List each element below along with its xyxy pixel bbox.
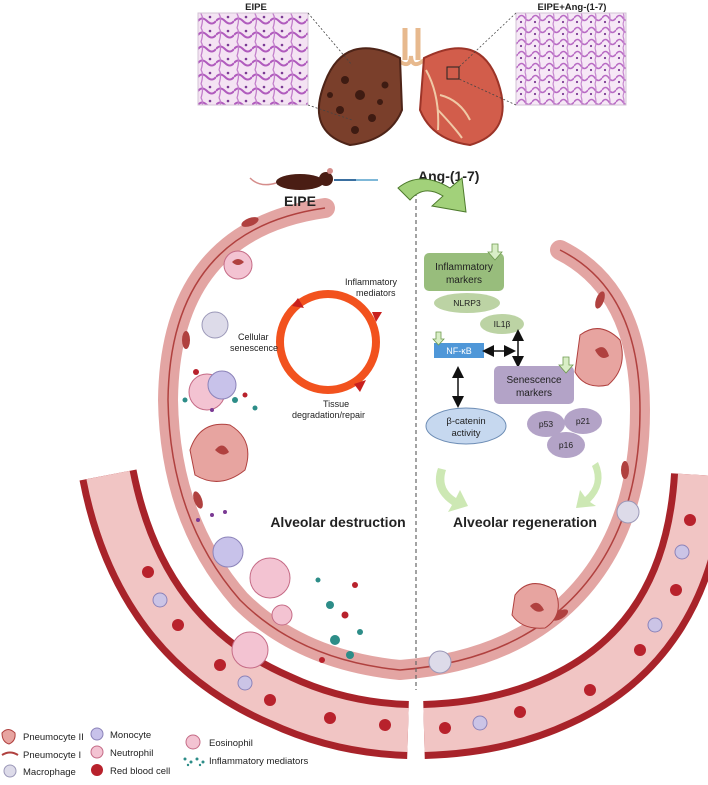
cycle-label-senescence: Cellular senescence <box>230 332 278 353</box>
svg-text:activity: activity <box>451 428 480 439</box>
alveolar-wall-outline <box>167 207 641 671</box>
p16-circle: p16 <box>547 432 585 458</box>
mouse-illustration <box>249 168 378 190</box>
svg-text:Inflammatory mediators: Inflammatory mediators <box>209 756 309 767</box>
cycle-arrowhead-1 <box>372 312 382 322</box>
legend-item-red-blood-cell: Red blood cell <box>91 764 170 777</box>
pathway-arrows <box>452 329 524 408</box>
p21-circle: p21 <box>564 408 602 434</box>
svg-text:Red blood cell: Red blood cell <box>110 766 170 777</box>
legend: Pneumocyte II Pneumocyte I Macrophage Mo… <box>1 727 309 778</box>
svg-text:markers: markers <box>516 388 552 399</box>
cycle-arrowhead-2 <box>354 380 366 392</box>
p53-circle: p53 <box>527 411 565 437</box>
beta-catenin-oval: β-catenin activity <box>425 407 507 445</box>
right-cells <box>428 328 640 674</box>
svg-text:NLRP3: NLRP3 <box>453 298 481 308</box>
svg-text:β-catenin: β-catenin <box>446 416 485 427</box>
svg-text:markers: markers <box>446 275 482 286</box>
svg-text:Eosinophil: Eosinophil <box>209 738 253 749</box>
lung-illustration <box>317 28 504 147</box>
left-immune-cells <box>182 250 363 669</box>
histology-label-eipe: EIPE <box>245 2 267 13</box>
down-arrow-icon <box>558 356 574 374</box>
cycle-label-inflammatory: Inflammatory mediators <box>345 277 400 298</box>
svg-text:Monocyte: Monocyte <box>110 730 151 741</box>
cycle-ring <box>276 290 380 394</box>
svg-text:NF-κB: NF-κB <box>446 346 472 356</box>
macrophage-cell <box>201 311 229 339</box>
down-arrow-icon <box>432 331 445 346</box>
histology-image-eipe-ang <box>515 12 627 106</box>
cycle-label-tissue: Tissue degradation/repair <box>292 399 365 420</box>
red-blood-cells <box>142 514 696 734</box>
svg-text:Senescence: Senescence <box>506 375 561 386</box>
title-alveolar-destruction: Alveolar destruction <box>270 514 405 530</box>
inflammatory-particles <box>182 369 363 663</box>
legend-item-eosinophil: Eosinophil <box>185 734 253 750</box>
vessel-monocytes <box>152 544 690 731</box>
svg-text:Inflammatory: Inflammatory <box>435 262 493 273</box>
histology-image-eipe <box>197 12 309 106</box>
histology-label-eipe-ang: EIPE+Ang-(1-7) <box>538 2 607 13</box>
il1b-oval: IL1β <box>480 314 524 334</box>
cycle-arrowhead-3 <box>292 298 304 308</box>
regeneration-arrows <box>435 462 602 512</box>
svg-text:Neutrophil: Neutrophil <box>110 748 153 759</box>
healthy-lung <box>418 47 504 147</box>
svg-text:Pneumocyte I: Pneumocyte I <box>23 750 81 761</box>
legend-item-macrophage: Macrophage <box>3 764 76 778</box>
treatment-arrow <box>397 177 467 213</box>
nlrp3-oval: NLRP3 <box>434 293 500 313</box>
legend-item-monocyte: Monocyte <box>90 727 151 741</box>
svg-text:Pneumocyte II: Pneumocyte II <box>23 732 84 743</box>
svg-text:p53: p53 <box>539 419 553 429</box>
alveolus-section: EIPE Ang-(1-7) Inflammatory mediators Ce… <box>79 168 708 759</box>
down-arrow-icon <box>487 243 503 261</box>
legend-item-pneumocyte-ii: Pneumocyte II <box>1 729 84 745</box>
zoom-lines <box>307 12 517 121</box>
legend-item-pneumocyte-i: Pneumocyte I <box>1 750 81 761</box>
legend-item-neutrophil: Neutrophil <box>90 745 153 759</box>
senescence-markers-box: Senescence markers <box>494 356 574 404</box>
histology-section: EIPE EIPE+Ang-(1-7) <box>197 2 627 147</box>
title-alveolar-regeneration: Alveolar regeneration <box>453 514 597 530</box>
pneumocyte-i-nuclei <box>182 217 629 621</box>
blood-vessel <box>79 469 708 759</box>
svg-text:Macrophage: Macrophage <box>23 767 76 778</box>
svg-text:p16: p16 <box>559 440 573 450</box>
cycle-loop <box>276 290 382 394</box>
legend-item-inflammatory-mediators: Inflammatory mediators <box>183 756 309 767</box>
model-label-eipe: EIPE <box>284 193 316 209</box>
inflammatory-markers-box: Inflammatory markers <box>424 243 504 291</box>
svg-text:IL1β: IL1β <box>494 319 511 329</box>
treatment-label: Ang-(1-7) <box>418 168 479 184</box>
nfkb-box: NF-κB <box>432 331 484 358</box>
svg-text:p21: p21 <box>576 416 590 426</box>
pneumocyte-ii-cell <box>574 328 623 387</box>
